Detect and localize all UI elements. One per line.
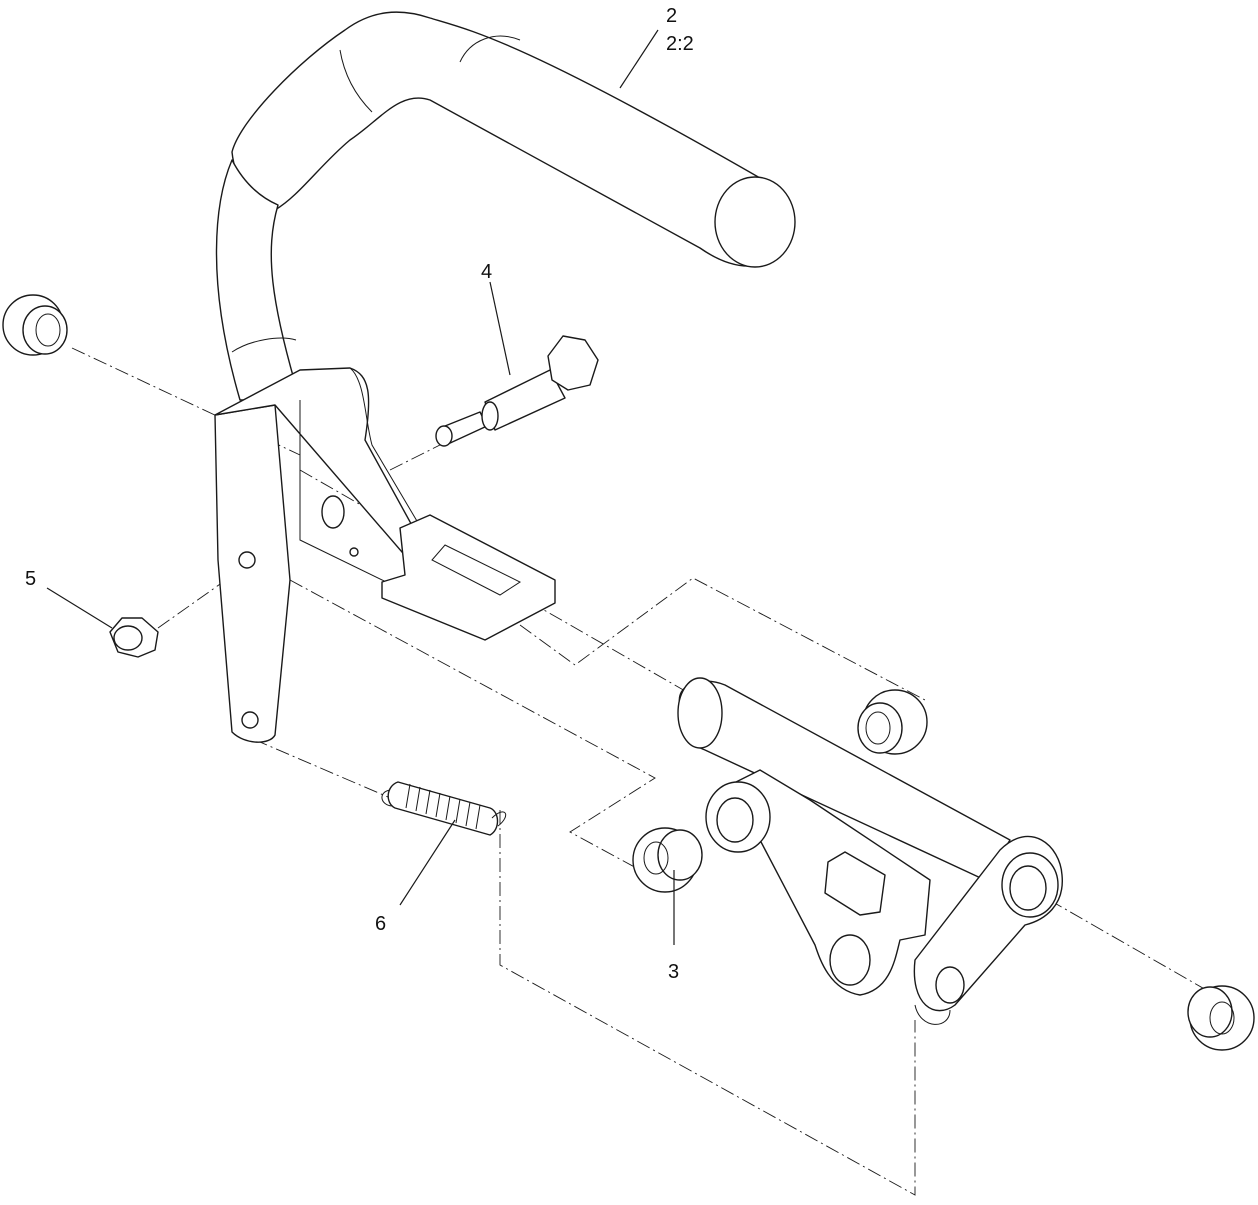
- handle-assembly: [214, 11, 796, 743]
- bushing-right-top: [857, 689, 928, 755]
- lock-nut: [109, 617, 159, 658]
- handle-grip: [231, 11, 794, 267]
- pivot-plate: [719, 769, 931, 996]
- callout-part-2: 2: [666, 5, 677, 27]
- callout-part-2-qty: 2:2: [666, 33, 694, 55]
- callout-part-5: 5: [25, 568, 36, 590]
- callout-labels: 2 2:2 4 5 6 3: [25, 5, 694, 983]
- callout-part-3: 3: [668, 961, 679, 983]
- lever-bracket-plate: [214, 404, 291, 743]
- bushing-right-bottom: [1187, 985, 1255, 1051]
- callout-part-4: 4: [481, 261, 492, 283]
- handle-grip-end: [714, 176, 796, 268]
- leader-lines: [46, 29, 675, 945]
- bushing-left-top: [2, 294, 68, 356]
- extension-spring: [381, 781, 507, 836]
- callout-part-6: 6: [375, 913, 386, 935]
- bushing-part-3: [632, 827, 703, 893]
- lever-foot-plate: [381, 514, 556, 641]
- pivot-arm-assembly: [677, 677, 1063, 1025]
- shoulder-bolt: [435, 335, 599, 447]
